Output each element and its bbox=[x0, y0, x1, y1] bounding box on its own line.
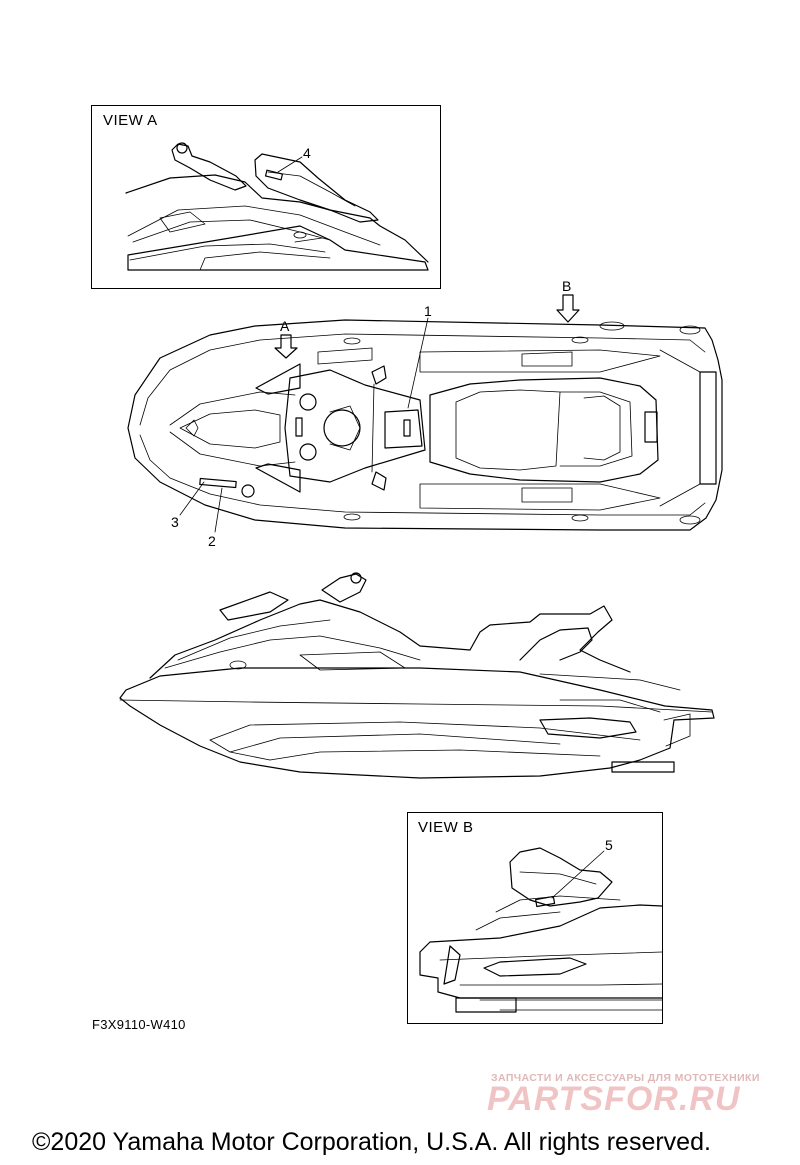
drawing-code: F3X9110-W410 bbox=[92, 1017, 186, 1032]
watermark-logo: PARTSFOR.RU bbox=[487, 1080, 741, 1118]
callout-3: 3 bbox=[171, 514, 179, 530]
callout-5: 5 bbox=[605, 837, 613, 853]
arrow-b-label: B bbox=[562, 278, 572, 294]
view-a-frame bbox=[91, 105, 441, 289]
view-b-label: VIEW B bbox=[418, 819, 474, 836]
watermark-tagline: ЗАПЧАСТИ И АКСЕССУАРЫ ДЛЯ МОТОТЕХНИКИ bbox=[491, 1072, 760, 1084]
callout-4: 4 bbox=[303, 145, 311, 161]
view-a-label: VIEW A bbox=[103, 112, 158, 129]
view-b-drawing bbox=[419, 847, 663, 1013]
arrow-a-label: A bbox=[280, 318, 290, 334]
callout-1: 1 bbox=[424, 303, 432, 319]
side-view-drawing bbox=[119, 572, 715, 779]
top-view-drawing bbox=[127, 294, 723, 533]
view-b-frame bbox=[407, 812, 663, 1024]
view-a-drawing bbox=[125, 142, 429, 271]
callout-2: 2 bbox=[208, 533, 216, 549]
copyright-text: ©2020 Yamaha Motor Corporation, U.S.A. A… bbox=[32, 1128, 711, 1156]
